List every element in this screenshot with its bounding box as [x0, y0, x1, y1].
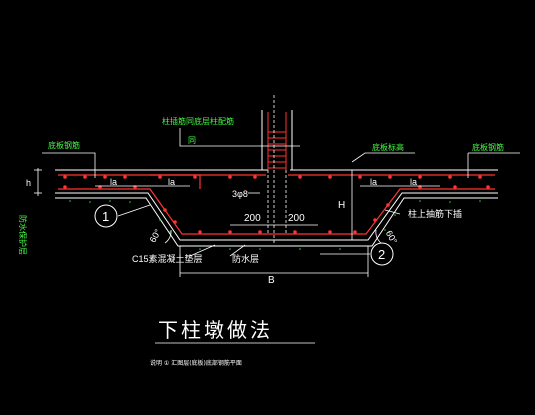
column-dashed: [267, 95, 287, 245]
b-dim-label: B: [268, 275, 275, 286]
la-label-2: la: [168, 177, 175, 187]
drawing-note: 说明 ① 汇图层(底板)底部钢筋平面: [150, 359, 242, 367]
soil-hatch: [69, 200, 481, 250]
la-label-4: la: [410, 177, 417, 187]
leader-lines: [34, 128, 520, 344]
right-rebar-label-2: 底板钢筋: [472, 142, 504, 152]
rebar-mid-label: 3φ8: [232, 189, 248, 199]
angle-left-label: 60°: [148, 227, 164, 244]
c15-label: C15素混凝土垫层: [132, 253, 203, 264]
column-stub: [261, 110, 293, 170]
drawing-title: 下柱墩做法: [158, 318, 273, 342]
dim-200-left: 200: [244, 213, 261, 224]
vertical-left-label: 防水保护层: [18, 215, 28, 255]
circle-2-label: 2: [378, 247, 385, 262]
la-label-3: la: [370, 177, 377, 187]
left-rebar-label: 底板钢筋: [48, 140, 80, 150]
h-small-label: h: [26, 178, 31, 188]
h-big-label: H: [338, 200, 345, 211]
right-rebar-label-1: 底板标高: [372, 142, 404, 152]
rebar-lines: [58, 174, 495, 235]
dim-200-right: 200: [288, 213, 305, 224]
column-stirrups: [268, 131, 286, 169]
circle-1-label: 1: [102, 209, 109, 224]
right-note-label: 柱上抽筋下插: [408, 208, 462, 219]
top-note-3: 同: [188, 136, 196, 145]
waterproof-label: 防水层: [232, 253, 259, 264]
circle-markers: [94, 204, 394, 266]
top-note-1: 柱插筋同底层柱配筋: [162, 116, 234, 126]
angle-arcs: [164, 229, 382, 244]
la-label-1: la: [110, 177, 117, 187]
